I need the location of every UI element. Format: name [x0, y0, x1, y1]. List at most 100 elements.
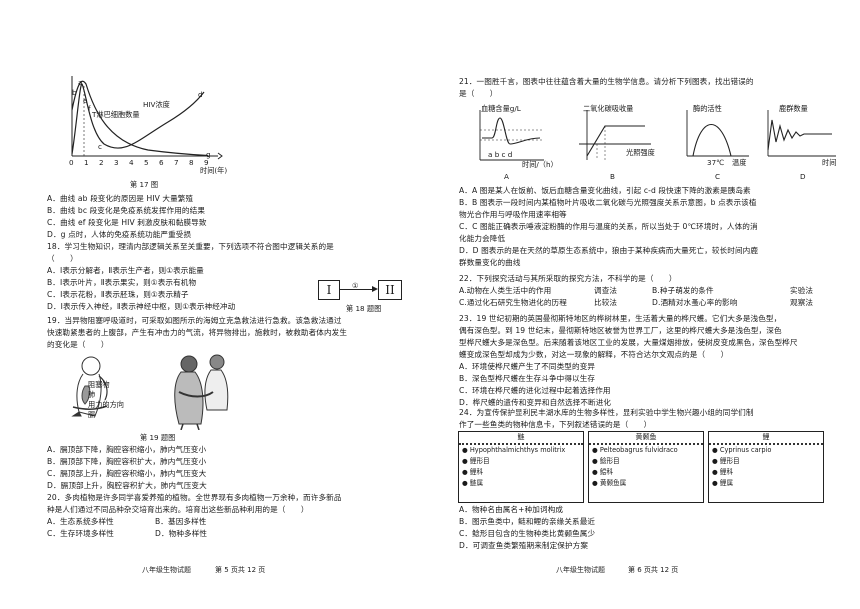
- chart-a-title: 血糖含量g/L: [481, 104, 521, 113]
- xtick: 8: [189, 158, 194, 167]
- q22-option-b: B.种子萌发的条件: [652, 286, 714, 295]
- chart-c-title: 酶的活性: [693, 104, 722, 113]
- point-f: f: [88, 104, 91, 113]
- xtick: 1: [84, 158, 89, 167]
- q21-option-a: A．A 图是某人在饭前、饭后血糖含量变化曲线，引起 c-d 段快速下降的激素是胰…: [459, 186, 751, 195]
- chart-b-xlabel: 光照强度: [626, 148, 655, 157]
- chart-b-label: B: [610, 172, 615, 181]
- q24-option-b: B．图示鱼类中，鲢和鲤的亲缘关系最近: [459, 517, 596, 526]
- fig17-chart: [71, 76, 223, 160]
- xtick: 7: [174, 158, 179, 167]
- point-g: g: [206, 150, 211, 159]
- q21-chart-a: [479, 110, 544, 161]
- fig18-box-2: II: [378, 280, 402, 300]
- fig17-caption: 第 17 图: [130, 180, 159, 189]
- q20-option-a: A．生态系统多样性: [47, 517, 114, 526]
- point-e: e: [83, 96, 88, 105]
- fig19-illustration: [71, 354, 229, 430]
- q21-option-b-cont: 物光合作用与呼吸作用速率相等: [459, 210, 567, 219]
- q24-option-d: D．可调查鱼类繁殖期来制定保护方案: [459, 541, 589, 550]
- chart-b-title: 二氧化碳吸收量: [583, 104, 634, 113]
- fig18-arrow: [340, 289, 376, 290]
- chart-c-xlabel: 温度: [732, 158, 747, 167]
- q18-option-a: A．Ⅰ表示分解者，Ⅱ表示生产者，则①表示能量: [47, 266, 204, 275]
- fig18-caption: 第 18 题图: [346, 304, 382, 313]
- q20-stem-line1: 20．多肉植物是许多同学喜爱养殖的植物。全世界现有多肉植物一万余种，而许多新品: [47, 493, 342, 502]
- fig17-xlabel: 时间(年): [200, 166, 228, 175]
- q24-stem-line2: 作了一些鱼类的物种信息卡，下列叙述错误的是（ ）: [459, 420, 652, 429]
- xtick: 0: [69, 158, 74, 167]
- xtick: 2: [99, 158, 104, 167]
- species-card-carp: 鲤 ● Cyprinus carpio ● 鲤形目 ● 鲤科 ● 鲤属: [708, 431, 824, 503]
- xtick: 6: [159, 158, 164, 167]
- q21-option-d-cont: 群数量变化的曲线: [459, 258, 521, 267]
- fig19-label-obstruction: 阻塞物: [88, 380, 110, 389]
- q21-stem-line2: 是（ ）: [459, 89, 498, 98]
- card-title: 黄颡鱼: [589, 432, 703, 445]
- card-item: ● 鲿科: [592, 468, 614, 476]
- q23-option-c: C．环境在桦尺蠖的进化过程中起着选择作用: [459, 386, 611, 395]
- curve-t-label: T淋巴细胞数量: [92, 110, 140, 119]
- card-item: ● 鲤科: [462, 468, 484, 476]
- chart-c-label: C: [715, 172, 721, 181]
- q19-option-a: A．膈顶部下降，胸腔容积缩小，肺内气压变小: [47, 445, 207, 454]
- card-item: ● Hypophthalmichthys molitrix: [462, 446, 566, 454]
- point-b: b: [72, 88, 77, 97]
- q21-stem-line1: 21．一图胜千言，图表中往往蕴含着大量的生物学信息。请分析下列图表，找出错误的: [459, 77, 754, 86]
- card-item: ● 鲶形目: [592, 457, 620, 465]
- q21-option-c: C．C 图能正确表示唾液淀粉酶的作用与温度的关系，所以当处于 0℃环境时，人体的…: [459, 222, 758, 231]
- q23-stem-line4: 蠖变成深色型却成为少数，对这一现象的解释，不符合达尔文观点的是（ ）: [459, 350, 729, 359]
- q23-stem-line3: 型桦尺蠖大多是深色型。后来随着该地区工业的发展，大量煤烟排放，使树皮变成黑色，深…: [459, 338, 798, 347]
- q20-option-d: D．物种多样性: [155, 529, 208, 538]
- q21-chart-d: [767, 110, 836, 157]
- point-a: a: [78, 78, 83, 87]
- q21-option-c-cont: 化能力会降低: [459, 234, 506, 243]
- q21-chart-b: [579, 110, 651, 160]
- q21-option-d: D．D 图表示的是在天然的草原生态系统中，狼由于某种疾病而大量死亡，较长时间内鹿: [459, 246, 759, 255]
- footer-right-page: 第 6 页共 12 页: [628, 566, 679, 574]
- q23-stem-line1: 23．19 世纪初期的英国曼彻斯特地区的桦树林里，生活着大量的桦尺蠖。它们大多是…: [459, 314, 782, 323]
- card-title: 鲢: [459, 432, 583, 445]
- q20-option-b: B．基因多样性: [155, 517, 207, 526]
- chart-a-points: a b c d: [488, 150, 513, 159]
- q18-option-d: D．Ⅰ表示传入神经，Ⅱ表示神经中枢，则①表示神经冲动: [47, 302, 236, 311]
- card-item: ● 鲤属: [712, 479, 734, 487]
- fig18-arrowhead: [372, 286, 378, 292]
- xtick: 4: [129, 158, 134, 167]
- q20-option-c: C．生存环境多样性: [47, 529, 114, 538]
- q24-option-a: A．物种名由属名+种加词构成: [459, 505, 564, 514]
- chart-c-xtick: 37℃: [707, 158, 725, 167]
- q24-stem-line1: 24．为宣传保护显利民丰湖水库的生物多样性，显利实验中学生物兴趣小组的同学们制: [459, 408, 754, 417]
- q18-option-c: C．Ⅰ表示花粉，Ⅱ表示胚珠，则①表示精子: [47, 290, 189, 299]
- footer-left-page: 第 5 页共 12 页: [215, 566, 266, 574]
- q18-stem: 18．学习生物知识，理清内部逻辑关系至关重要，下列选项不符合图中逻辑关系的是: [47, 242, 334, 251]
- q18-option-b: B．Ⅰ表示叶片，Ⅱ表示果实，则①表示有机物: [47, 278, 197, 287]
- card-item: ● Pelteobagrus fulvidraco: [592, 446, 678, 454]
- chart-a-xlabel: 时间/（h）: [522, 160, 558, 169]
- q22-option-a-method: 调查法: [594, 286, 618, 295]
- q22-option-c: C.通过化石研究生物进化的历程: [459, 298, 567, 307]
- fig19-label-force: 用力的方向: [88, 400, 124, 409]
- xtick: 9: [204, 158, 209, 167]
- footer-right-title: 八年级生物试题: [556, 566, 605, 574]
- fig18-arrow-label: ①: [352, 281, 359, 290]
- fig19-caption: 第 19 题图: [140, 433, 176, 442]
- q21-chart-c: [686, 110, 749, 157]
- card-item: ● 黄颡鱼属: [592, 479, 627, 487]
- chart-d-title: 鹿群数量: [779, 104, 808, 113]
- q23-stem-line2: 偶有深色型。到 19 世纪末，曼彻斯特地区被誉为世界工厂，这里的桦尺蠖大多是浅色…: [459, 326, 782, 335]
- q17-option-b: B．曲线 bc 段变化是免疫系统发挥作用的结果: [47, 206, 206, 215]
- q23-option-b: B．深色型桦尺蠖在生存斗争中得以生存: [459, 374, 596, 383]
- xtick: 3: [114, 158, 119, 167]
- q19-option-b: B．膈顶部下降，胸腔容积扩大，肺内气压变小: [47, 457, 207, 466]
- q19-stem-line2: 快速勒紧患者的上腹部，产生有冲击力的气流，将异物排出，施救时，被救助者体内发生: [47, 328, 348, 337]
- fig19-label-diaphragm: 膈: [88, 410, 96, 419]
- chart-d-label: D: [800, 172, 806, 181]
- q22-option-c-method: 比较法: [594, 298, 618, 307]
- q22-option-d: D.酒精对水蚤心率的影响: [652, 298, 738, 307]
- curve-hiv-label: HIV浓度: [143, 100, 170, 109]
- q22-option-a: A.动物在人类生活中的作用: [459, 286, 552, 295]
- q22-stem: 22．下列探究活动与其所采取的探究方法，不科学的是（ ）: [459, 274, 677, 283]
- q21-option-b: B．B 图表示一段时间内某植物叶片吸收二氧化碳与光照强度关系示意图，b 点表示该…: [459, 198, 757, 207]
- q19-option-d: D．膈顶部上升，胸腔容积扩大，肺内气压变大: [47, 481, 207, 490]
